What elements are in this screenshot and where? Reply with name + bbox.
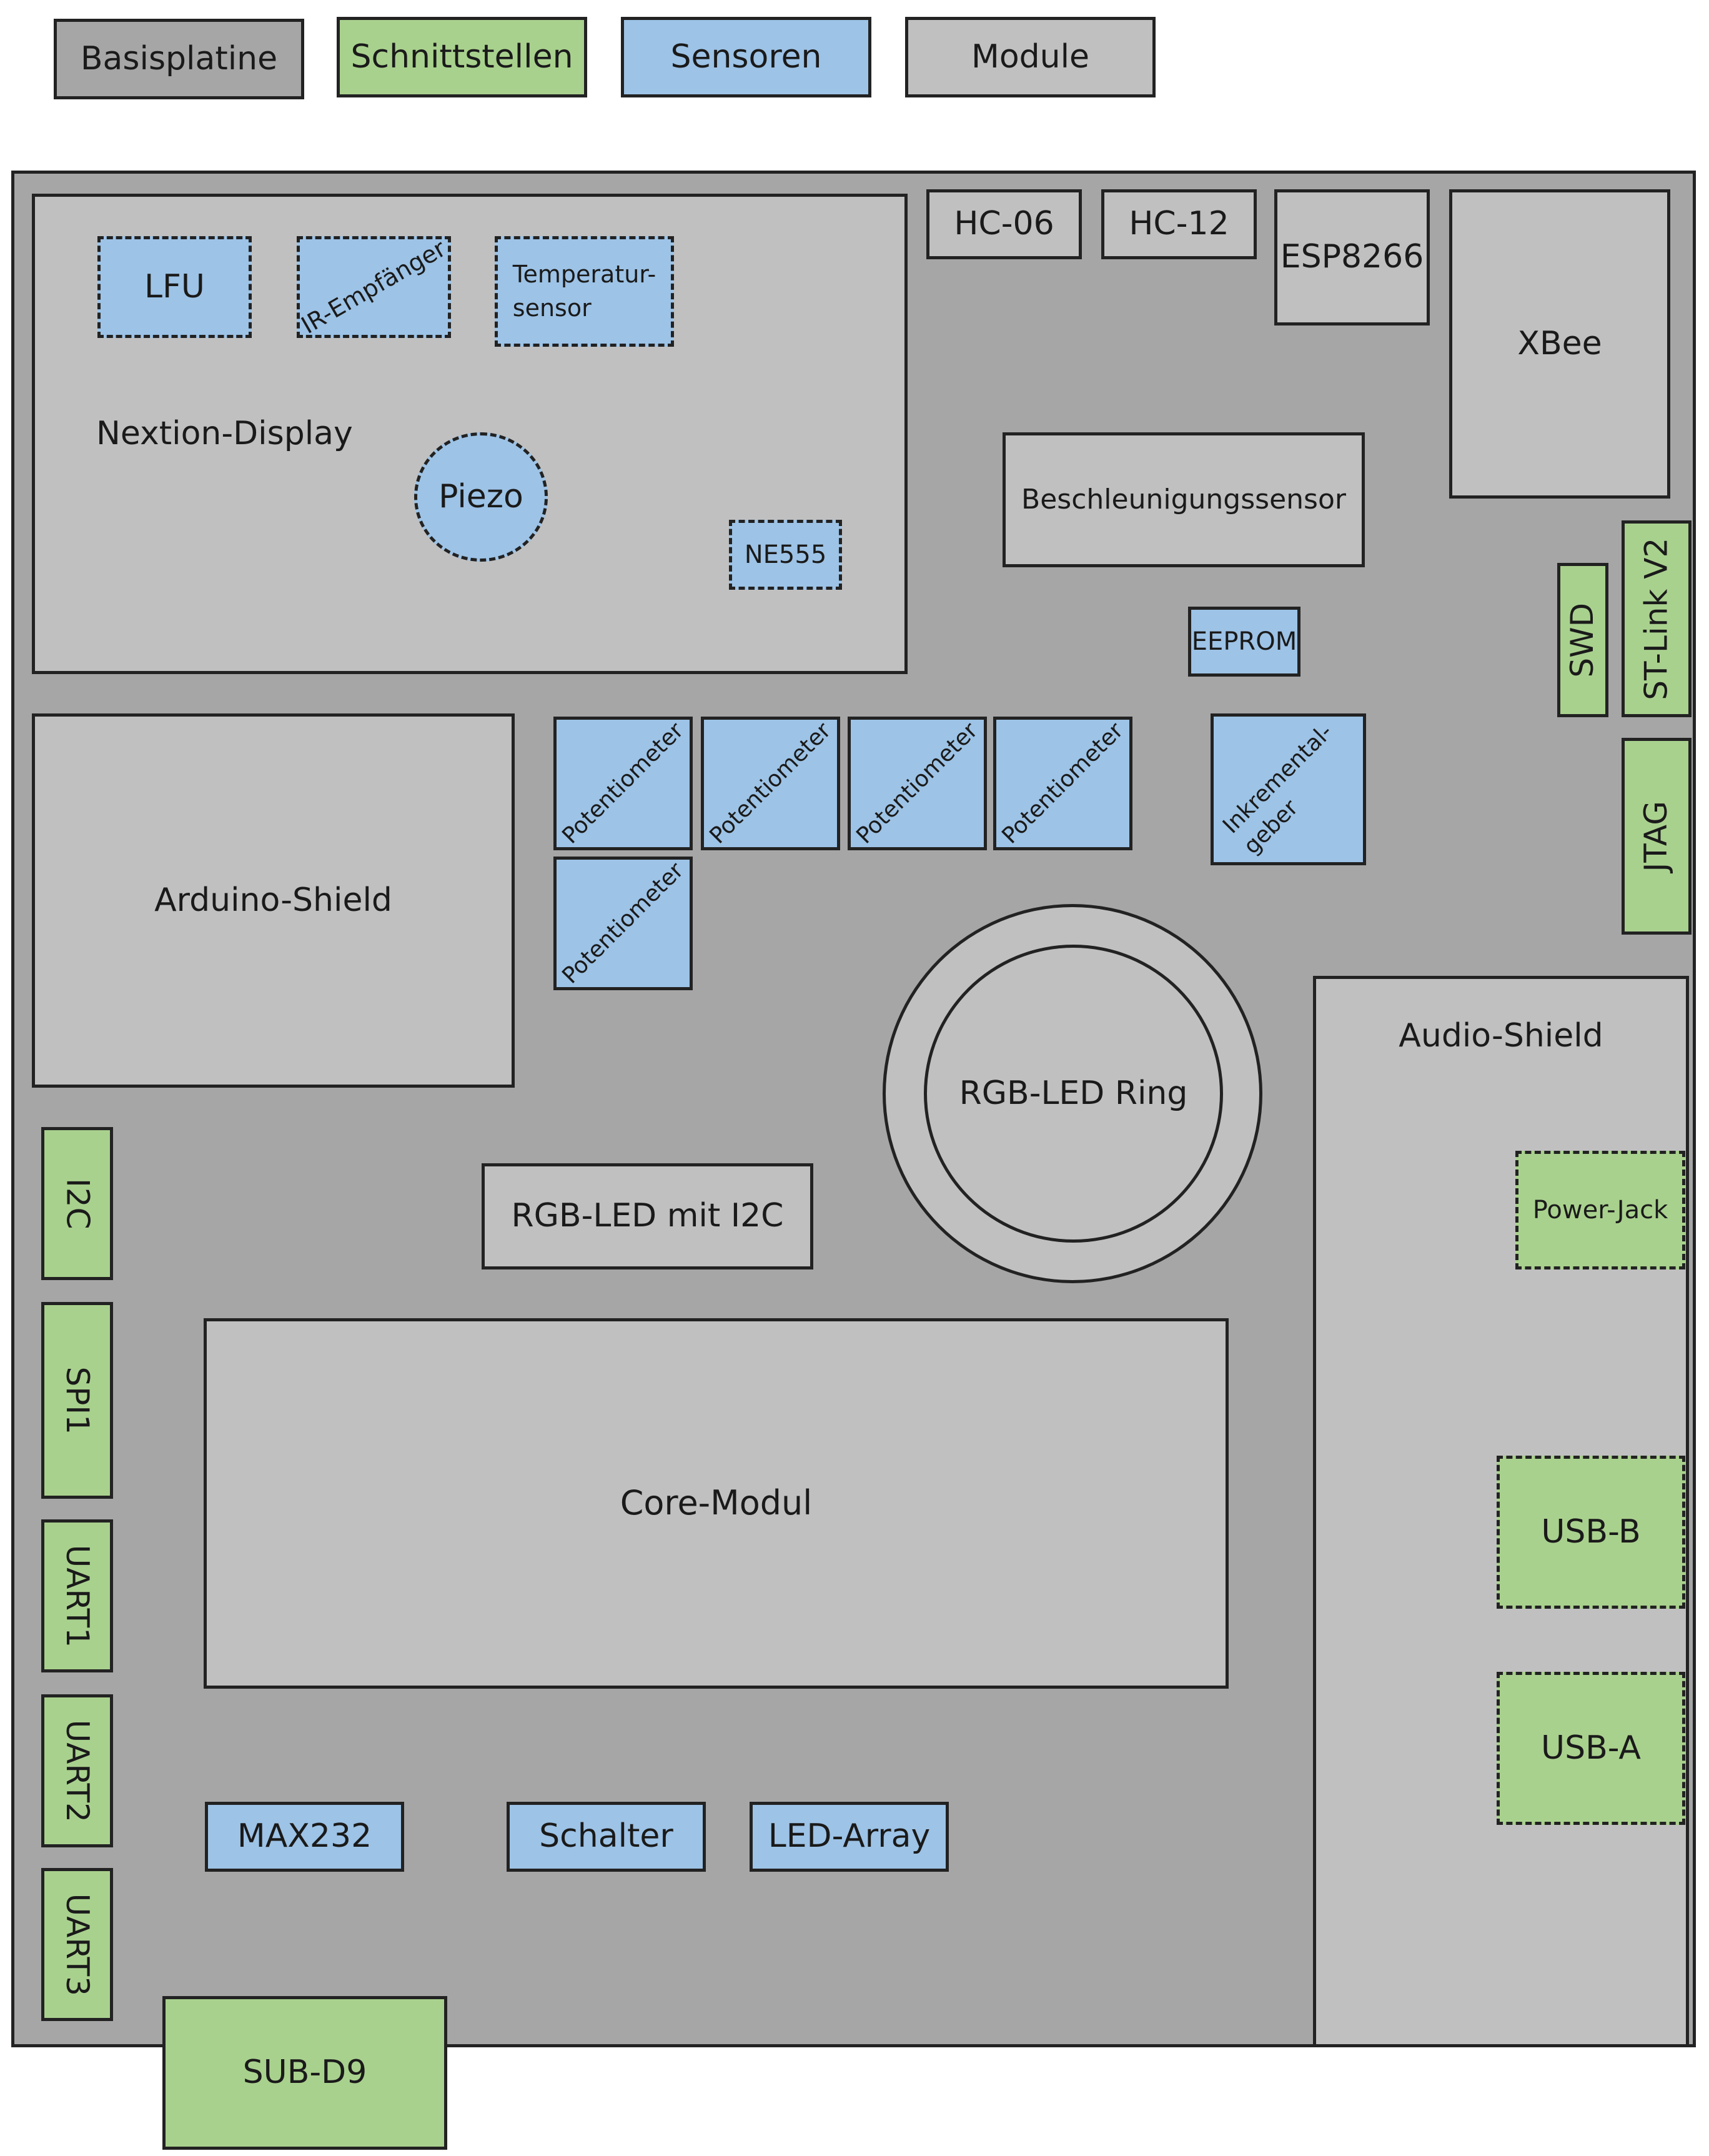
max232-chip: MAX232 bbox=[205, 1802, 404, 1872]
potentiometer-2: Potentiometer bbox=[701, 717, 840, 850]
power-jack-label: Power-Jack bbox=[1532, 1196, 1668, 1225]
esp8266-module: ESP8266 bbox=[1274, 189, 1430, 325]
usb-a-interface: USB-A bbox=[1497, 1672, 1685, 1825]
rgb-led-i2c-module: RGB-LED mit I2C bbox=[482, 1163, 813, 1269]
uart3-label: UART3 bbox=[59, 1893, 96, 1996]
max232-label: MAX232 bbox=[237, 1817, 372, 1855]
swd-interface: SWD bbox=[1557, 563, 1608, 717]
ir-empfaenger-sensor: IR-Empfänger bbox=[297, 234, 451, 339]
rgb-led-i2c-label: RGB-LED mit I2C bbox=[511, 1197, 784, 1235]
legend-module: Module bbox=[905, 17, 1156, 97]
piezo-sensor: Piezo bbox=[414, 432, 548, 562]
spi1-interface: SPI1 bbox=[41, 1302, 113, 1499]
xbee-label: XBee bbox=[1517, 324, 1602, 362]
usb-b-interface: USB-B bbox=[1497, 1456, 1685, 1609]
potentiometer-1-label: Potentiometer bbox=[557, 717, 688, 849]
potentiometer-2-label: Potentiometer bbox=[704, 717, 836, 849]
hc06-label: HC-06 bbox=[954, 205, 1054, 243]
sub-d9-interface: SUB-D9 bbox=[162, 1996, 447, 2150]
esp8266-label: ESP8266 bbox=[1280, 238, 1424, 276]
eeprom-chip: EEPROM bbox=[1188, 607, 1300, 677]
uart2-interface: UART2 bbox=[41, 1694, 113, 1847]
lfu-label: LFU bbox=[144, 267, 205, 306]
temperatursensor-label-2: sensor bbox=[512, 294, 592, 322]
temperatursensor-label-1: Temperatur- bbox=[512, 261, 656, 289]
legend-schnittstellen: Schnittstellen bbox=[337, 17, 587, 97]
nextion-display-label: Nextion-Display bbox=[96, 414, 353, 452]
uart1-interface: UART1 bbox=[41, 1519, 113, 1672]
legend-sensoren: Sensoren bbox=[621, 17, 871, 97]
uart2-label: UART2 bbox=[59, 1719, 96, 1822]
inkrementalgeber-sensor: Inkremental-geber bbox=[1211, 713, 1366, 865]
hc12-module: HC-12 bbox=[1101, 189, 1257, 259]
schalter-label: Schalter bbox=[539, 1817, 673, 1855]
hc06-module: HC-06 bbox=[926, 189, 1082, 259]
usb-a-label: USB-A bbox=[1541, 1729, 1641, 1767]
usb-b-label: USB-B bbox=[1541, 1513, 1641, 1551]
uart3-interface: UART3 bbox=[41, 1868, 113, 2021]
piezo-label: Piezo bbox=[438, 477, 523, 515]
xbee-module: XBee bbox=[1449, 189, 1670, 499]
ir-empfaenger-label: IR-Empfänger bbox=[297, 234, 451, 339]
potentiometer-5-label: Potentiometer bbox=[557, 857, 688, 989]
spi1-label: SPI1 bbox=[59, 1366, 96, 1434]
ne555-sensor: NE555 bbox=[729, 520, 842, 590]
power-jack-interface: Power-Jack bbox=[1515, 1151, 1685, 1269]
legend-module-label: Module bbox=[971, 37, 1090, 76]
led-array-label: LED-Array bbox=[768, 1817, 931, 1855]
core-modul: Core-Modul bbox=[204, 1318, 1229, 1689]
core-modul-label: Core-Modul bbox=[620, 1483, 813, 1523]
lfu-sensor: LFU bbox=[97, 236, 252, 338]
jtag-interface: JTAG bbox=[1622, 738, 1692, 935]
legend-basisplatine-label: Basisplatine bbox=[80, 39, 278, 77]
rgb-led-ring-label: RGB-LED Ring bbox=[959, 1074, 1188, 1112]
potentiometer-3: Potentiometer bbox=[848, 717, 987, 850]
st-link-label: ST-Link V2 bbox=[1638, 537, 1675, 700]
beschleunigungssensor-module: Beschleunigungssensor bbox=[1003, 432, 1365, 567]
eeprom-label: EEPROM bbox=[1191, 627, 1297, 656]
potentiometer-3-label: Potentiometer bbox=[851, 717, 983, 849]
legend-sensoren-label: Sensoren bbox=[670, 37, 822, 76]
temperatursensor: Temperatur-sensor bbox=[495, 236, 674, 347]
rgb-led-ring: RGB-LED Ring bbox=[924, 945, 1223, 1243]
potentiometer-4-label: Potentiometer bbox=[996, 717, 1128, 849]
i2c-interface: I2C bbox=[41, 1127, 113, 1280]
potentiometer-1: Potentiometer bbox=[553, 717, 693, 850]
i2c-label: I2C bbox=[59, 1178, 96, 1230]
arduino-shield: Arduino-Shield bbox=[32, 713, 515, 1088]
audio-shield-label: Audio-Shield bbox=[1399, 1017, 1603, 1055]
jtag-label: JTAG bbox=[1638, 800, 1675, 872]
led-array-sensor: LED-Array bbox=[750, 1802, 949, 1872]
hc12-label: HC-12 bbox=[1129, 205, 1229, 243]
swd-label: SWD bbox=[1564, 602, 1601, 678]
sub-d9-label: SUB-D9 bbox=[242, 2054, 367, 2092]
legend-schnittstellen-label: Schnittstellen bbox=[350, 37, 573, 76]
legend-basisplatine: Basisplatine bbox=[54, 19, 304, 99]
schalter-sensor: Schalter bbox=[507, 1802, 706, 1872]
ne555-label: NE555 bbox=[744, 540, 827, 569]
uart1-label: UART1 bbox=[59, 1544, 96, 1647]
potentiometer-4: Potentiometer bbox=[993, 717, 1132, 850]
potentiometer-5: Potentiometer bbox=[553, 857, 693, 990]
arduino-shield-label: Arduino-Shield bbox=[154, 881, 392, 919]
beschleunigungssensor-label: Beschleunigungssensor bbox=[1021, 483, 1346, 515]
st-link-interface: ST-Link V2 bbox=[1622, 520, 1692, 717]
